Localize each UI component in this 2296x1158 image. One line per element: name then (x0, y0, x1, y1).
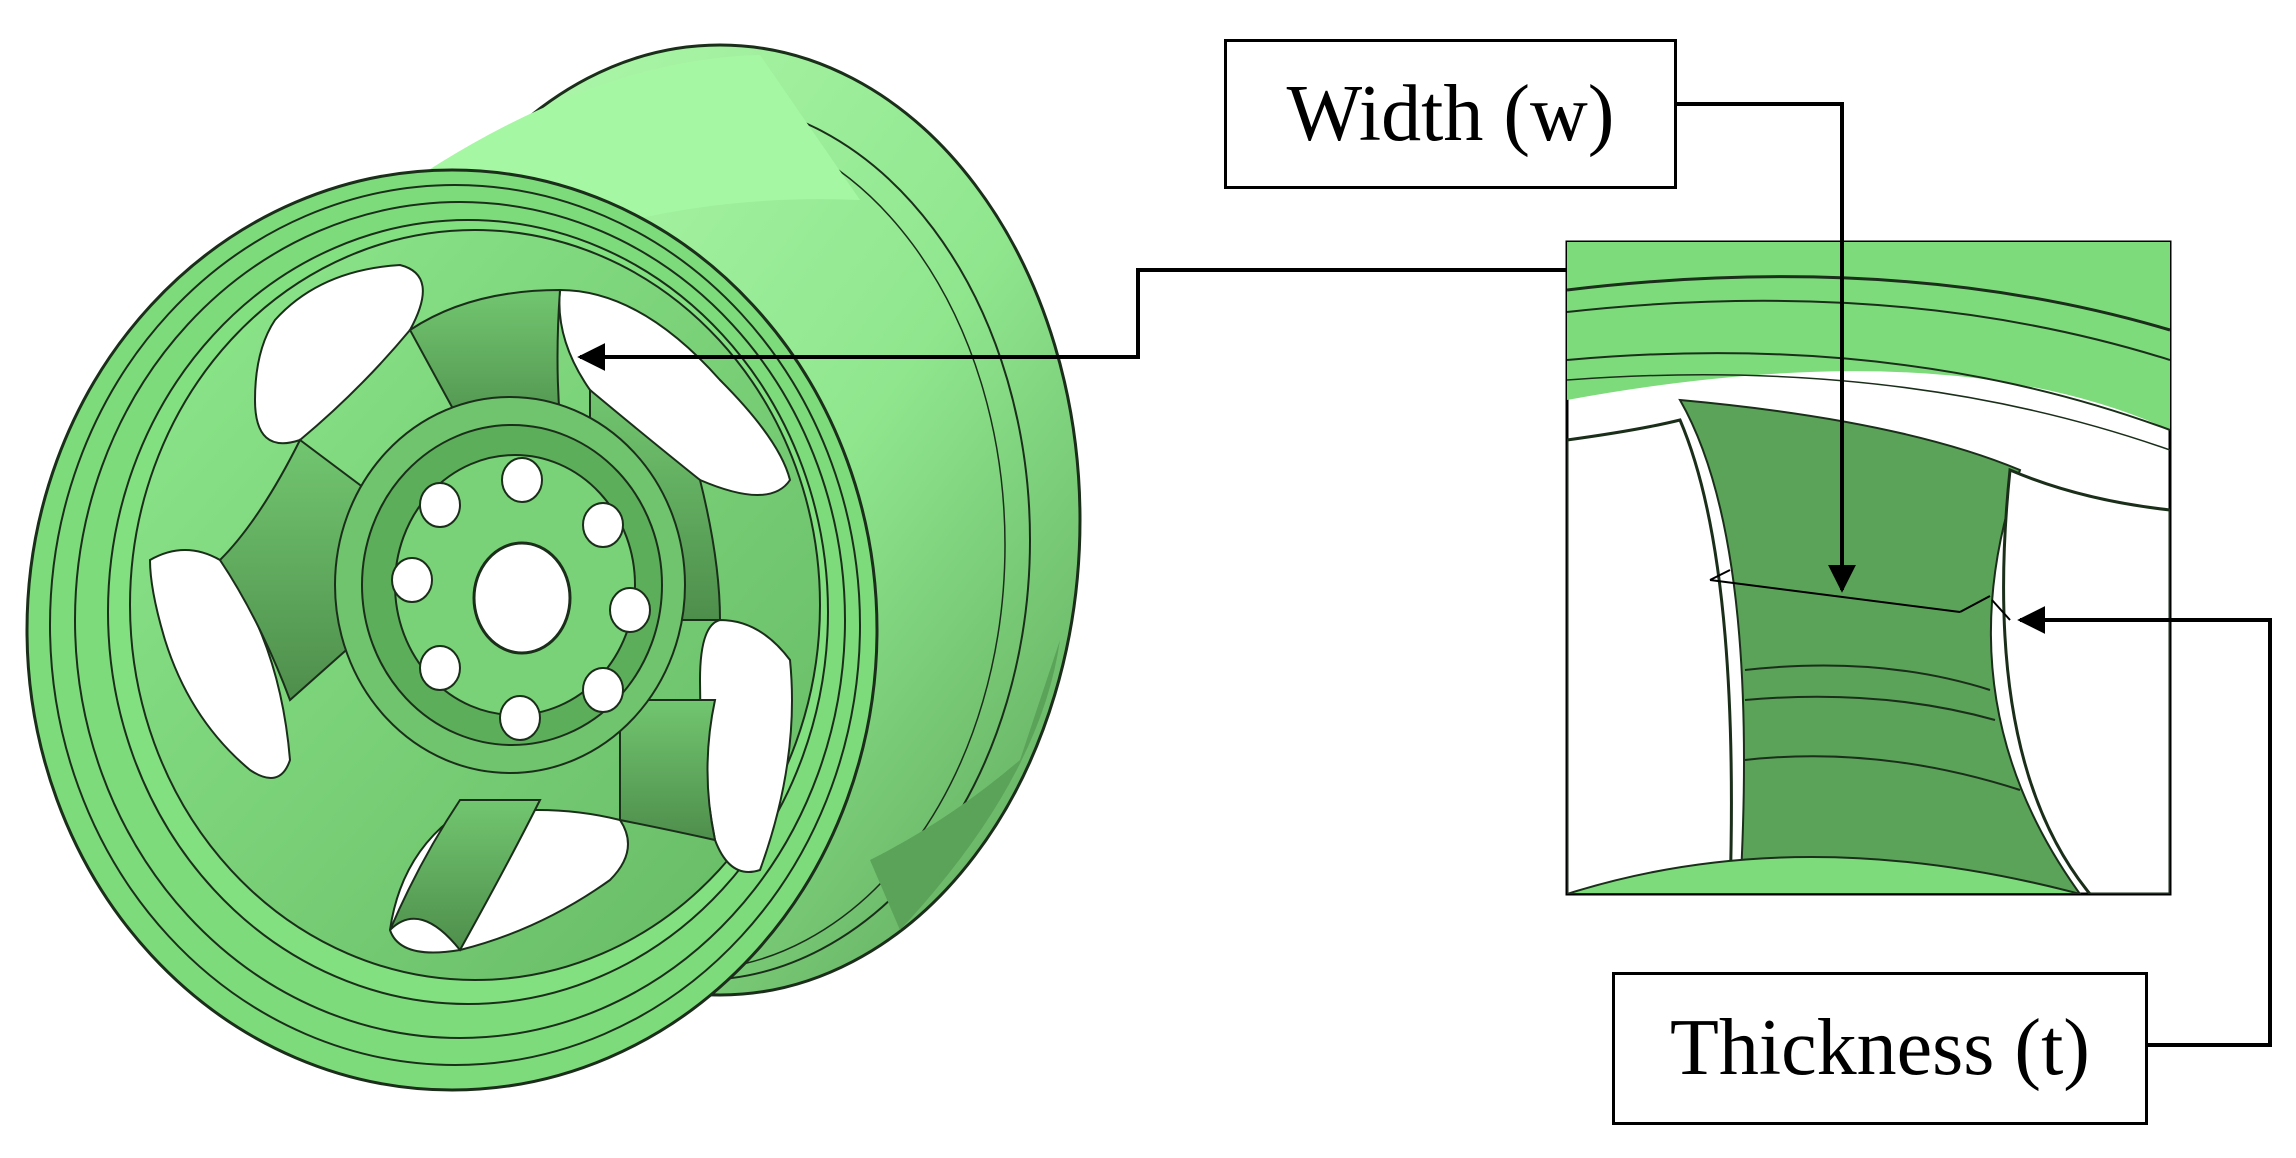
width-label-box: Width (w) (1224, 39, 1677, 189)
wheel-hub (334, 396, 686, 774)
alloy-wheel-icon (25, 43, 1082, 1092)
lug-holes (391, 457, 651, 741)
width-arrow (1677, 102, 1856, 593)
thickness-arrow (2017, 606, 2272, 1047)
spoke-detail-inset (1565, 240, 2172, 896)
thickness-label: Thickness (t) (1670, 1004, 2090, 1092)
width-label: Width (w) (1286, 69, 1615, 158)
wheel-to-detail-arrow (577, 268, 1567, 371)
thickness-label-box: Thickness (t) (1612, 972, 2148, 1125)
connector-lines (577, 102, 2272, 1047)
